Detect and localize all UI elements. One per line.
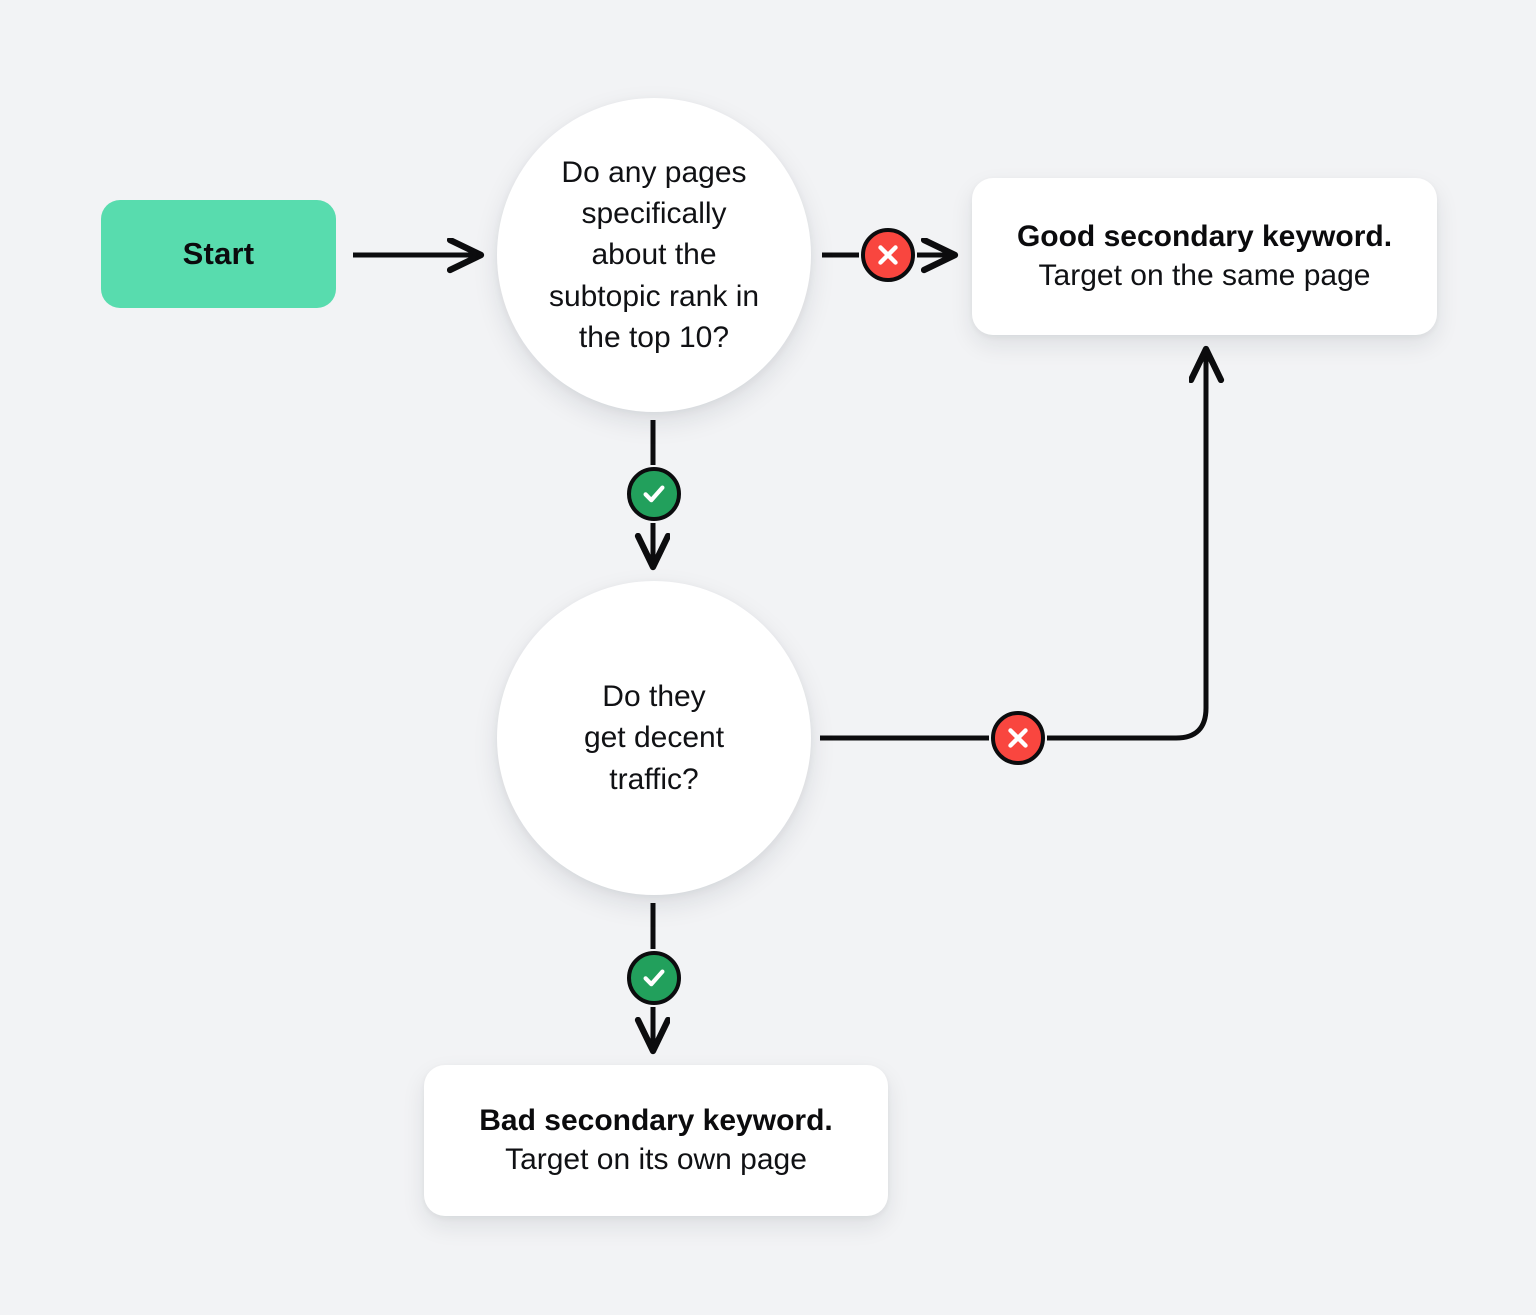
decision-node-text: Do any pages specifically about the subt… <box>548 155 760 355</box>
start-label: Start <box>182 236 255 271</box>
outcome-card-good-secondary-keyword[interactable]: Good secondary keyword. Target on the sa… <box>972 178 1437 335</box>
cross-icon <box>1008 728 1028 748</box>
outcome-card-title: Good secondary keyword. <box>1016 219 1393 253</box>
decision-node-decent-traffic[interactable]: Do they get decent traffic? <box>497 581 811 895</box>
decision-node-text: Do they get decent traffic? <box>583 679 725 796</box>
start-node[interactable]: Start <box>101 200 336 308</box>
no-branch-badge-decision-1[interactable] <box>861 228 915 282</box>
connector-decision-2-no <box>820 352 1206 741</box>
yes-branch-badge-decision-1[interactable] <box>627 467 681 521</box>
outcome-card-subtitle: Target on the same page <box>1038 259 1371 293</box>
check-icon <box>643 485 665 503</box>
decision-node-pages-rank-top-10[interactable]: Do any pages specifically about the subt… <box>497 98 811 412</box>
yes-branch-badge-decision-2[interactable] <box>627 951 681 1005</box>
outcome-card-subtitle: Target on its own page <box>505 1143 807 1177</box>
outcome-card-title: Bad secondary keyword. <box>479 1103 833 1137</box>
cross-icon <box>878 245 898 265</box>
outcome-card-bad-secondary-keyword[interactable]: Bad secondary keyword. Target on its own… <box>424 1065 888 1216</box>
no-branch-badge-decision-2[interactable] <box>991 711 1045 765</box>
check-icon <box>643 969 665 987</box>
